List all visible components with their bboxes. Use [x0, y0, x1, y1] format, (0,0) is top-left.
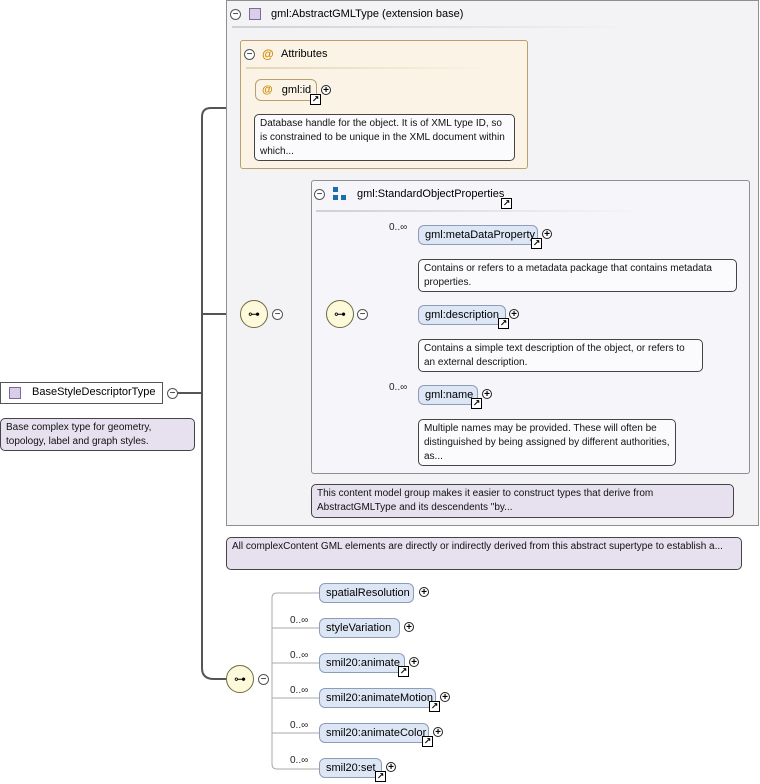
extension-collapse-toggle[interactable]: −	[230, 9, 241, 20]
attributes-title: Attributes	[281, 48, 328, 60]
smil-animate-link-icon[interactable]: ↗	[398, 666, 409, 677]
sequence-collapse-toggle[interactable]: −	[272, 309, 283, 320]
smil-animate-motion-link-icon[interactable]: ↗	[429, 701, 440, 712]
sequence-compositor-icon[interactable]: ⊶	[240, 300, 268, 328]
root-type-name: BaseStyleDescriptorType	[32, 386, 156, 398]
seq2-item-3-occurrence: 0..∞	[290, 685, 309, 696]
metadata-note: Contains or refers to a metadata package…	[418, 259, 737, 292]
name-note: Multiple names may be provided. These wi…	[418, 419, 676, 466]
gml-id-note: Database handle for the object. It is of…	[254, 114, 515, 161]
root-collapse-toggle[interactable]: −	[167, 388, 178, 399]
seq2-item-5-occurrence: 0..∞	[290, 755, 309, 766]
seq2-branch-lines	[271, 592, 319, 679]
seq2-item-4-occurrence: 0..∞	[290, 720, 309, 731]
sequence2-compositor-icon[interactable]: ⊶	[226, 665, 254, 693]
extension-note: All complexContent GML elements are dire…	[226, 537, 742, 570]
description-expand-button[interactable]: +	[509, 309, 519, 320]
std-props-separator	[316, 210, 646, 212]
gml-id-label: gml:id	[281, 84, 312, 96]
std-props-link-icon[interactable]: ↗	[501, 198, 512, 209]
std-sequence-compositor-icon[interactable]: ⊶	[326, 300, 354, 328]
seq2-item-1-occurrence: 0..∞	[290, 615, 309, 626]
smil-animate-motion-element[interactable]: smil20:animateMotion	[319, 688, 436, 708]
attribute-icon: @	[262, 47, 274, 61]
description-link-icon[interactable]: ↗	[498, 318, 509, 329]
metadata-link-icon[interactable]: ↗	[531, 238, 542, 249]
smil-animate-color-expand-button[interactable]: +	[433, 727, 443, 738]
line-to-sequence2	[201, 393, 226, 680]
group-icon	[333, 187, 346, 200]
root-type-box[interactable]: BaseStyleDescriptorType	[0, 382, 163, 404]
description-note: Contains a simple text description of th…	[418, 339, 703, 372]
metadata-occurrence: 0..∞	[389, 222, 408, 233]
gml-id-attribute[interactable]: @ gml:id	[255, 79, 317, 101]
name-expand-button[interactable]: +	[482, 389, 492, 400]
name-occurrence: 0..∞	[389, 382, 408, 393]
gml-id-link-icon[interactable]: ↗	[310, 94, 321, 105]
std-props-note: This content model group makes it easier…	[311, 484, 734, 518]
style-variation-expand-button[interactable]: +	[404, 622, 414, 633]
smil-set-element[interactable]: smil20:set	[319, 758, 382, 778]
extension-title: gml:AbstractGMLType (extension base)	[271, 8, 464, 20]
smil-animate-element[interactable]: smil20:animate	[319, 653, 405, 673]
seq2-item-2-occurrence: 0..∞	[290, 650, 309, 661]
attribute-at-icon: @	[262, 84, 273, 96]
sequence2-collapse-toggle[interactable]: −	[258, 674, 269, 685]
smil-animate-color-element[interactable]: smil20:animateColor	[319, 723, 429, 743]
smil-animate-color-link-icon[interactable]: ↗	[422, 736, 433, 747]
name-element[interactable]: gml:name	[418, 385, 478, 405]
spatial-resolution-element[interactable]: spatialResolution	[319, 583, 414, 603]
smil-animate-expand-button[interactable]: +	[409, 657, 419, 668]
smil-set-link-icon[interactable]: ↗	[375, 771, 386, 782]
attributes-separator	[246, 67, 496, 69]
std-sequence-collapse-toggle[interactable]: −	[357, 309, 368, 320]
attributes-collapse-toggle[interactable]: −	[244, 49, 255, 60]
metadata-expand-button[interactable]: +	[542, 229, 552, 240]
gml-id-expand-button[interactable]: +	[321, 85, 331, 96]
style-variation-element[interactable]: styleVariation	[319, 618, 400, 638]
name-link-icon[interactable]: ↗	[471, 398, 482, 409]
spatial-resolution-expand-button[interactable]: +	[419, 587, 429, 598]
complex-type-icon	[9, 387, 21, 399]
smil-set-expand-button[interactable]: +	[386, 762, 396, 773]
root-type-note: Base complex type for geometry, topology…	[0, 418, 195, 451]
extension-type-icon	[249, 8, 261, 20]
std-props-title: gml:StandardObjectProperties	[357, 188, 505, 200]
extension-separator	[232, 26, 632, 28]
description-element[interactable]: gml:description	[418, 305, 506, 325]
std-props-collapse-toggle[interactable]: −	[314, 189, 325, 200]
line-to-extension	[178, 107, 255, 394]
smil-animate-motion-expand-button[interactable]: +	[440, 692, 450, 703]
metadata-property-element[interactable]: gml:metaDataProperty	[418, 225, 538, 245]
